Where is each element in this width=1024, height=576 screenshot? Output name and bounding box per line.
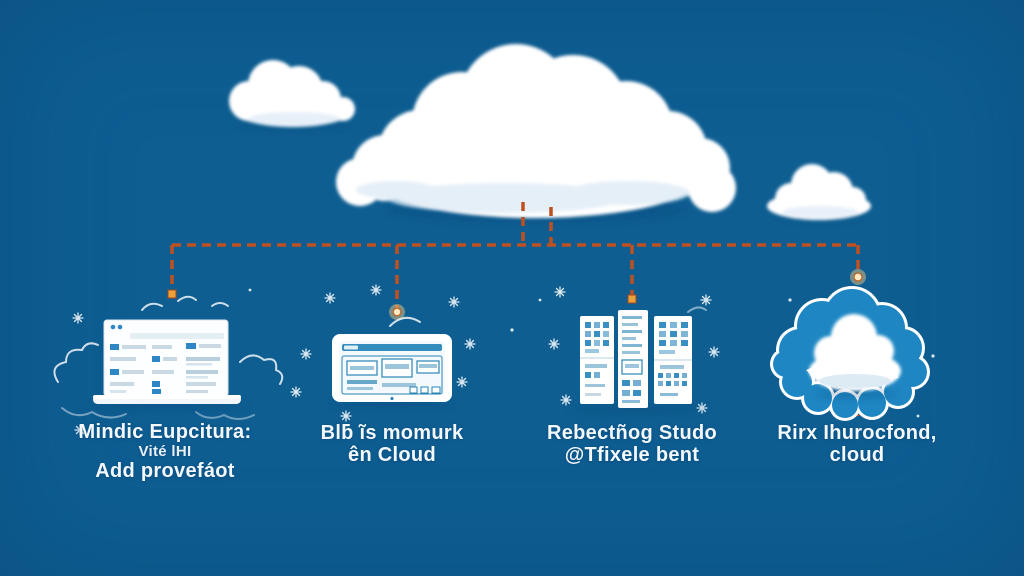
node-label-2: Blƃ ĩs momurk ên Cloud xyxy=(300,422,484,466)
server-racks-icon xyxy=(568,310,708,414)
snowflake-icon xyxy=(554,286,566,298)
snowflake-icon xyxy=(370,284,382,296)
snowflake-icon xyxy=(456,376,468,388)
hub-cloud-icon xyxy=(336,44,736,218)
snowflake-icon xyxy=(448,296,460,308)
connector-lines xyxy=(170,202,860,416)
node-label-4: Rirx Ihurocfond, cloud xyxy=(762,422,952,466)
endpoint-square-1 xyxy=(167,289,177,299)
snowflake-icon xyxy=(708,346,720,358)
node-label-3-line-1: Rebectñog Studo xyxy=(546,422,718,444)
snowflake-icon xyxy=(464,338,476,350)
node-label-1-line-3: Add provefáot xyxy=(95,460,235,482)
node-label-1-line-2: Vité lHI xyxy=(138,443,192,460)
connector-endpoints xyxy=(167,269,866,406)
snowflake-doodles xyxy=(72,284,935,436)
snowflake-icon xyxy=(340,410,352,422)
node-label-1: Mindic Eupcitura: Vité lHI Add provefáot xyxy=(52,421,278,482)
node-label-1-line-1: Mindic Eupcitura: xyxy=(78,421,252,443)
snowflake-icon xyxy=(324,292,336,304)
snowflake-icon xyxy=(548,338,560,350)
snowflake-icon xyxy=(560,394,572,406)
snowflake-icon xyxy=(290,386,302,398)
node-label-4-line-1: Rirx Ihurocfond, xyxy=(777,422,937,444)
sketch-doodles xyxy=(53,295,707,420)
node-label-2-line-2: ên Cloud xyxy=(348,444,436,466)
outlined-cloud-icon xyxy=(770,286,930,421)
node-label-2-line-1: Blƃ ĩs momurk xyxy=(320,422,464,444)
node-label-3: Rebectñog Studo @Tfixele bent xyxy=(528,422,736,466)
small-cloud-right-icon xyxy=(767,164,871,220)
snowflake-icon xyxy=(300,348,312,360)
small-cloud-left-icon xyxy=(229,60,355,127)
snowflake-icon xyxy=(72,312,84,324)
endpoint-dot-4 xyxy=(853,272,863,282)
node-label-3-line-2: @Tfixele bent xyxy=(564,444,700,466)
endpoint-dot-2 xyxy=(392,307,402,317)
endpoint-square-3 xyxy=(627,294,637,304)
tablet-dashboard-icon xyxy=(330,334,454,409)
laptop-browser-icon xyxy=(86,319,250,411)
snowflake-icon xyxy=(700,294,712,306)
node-label-4-line-2: cloud xyxy=(829,444,885,466)
